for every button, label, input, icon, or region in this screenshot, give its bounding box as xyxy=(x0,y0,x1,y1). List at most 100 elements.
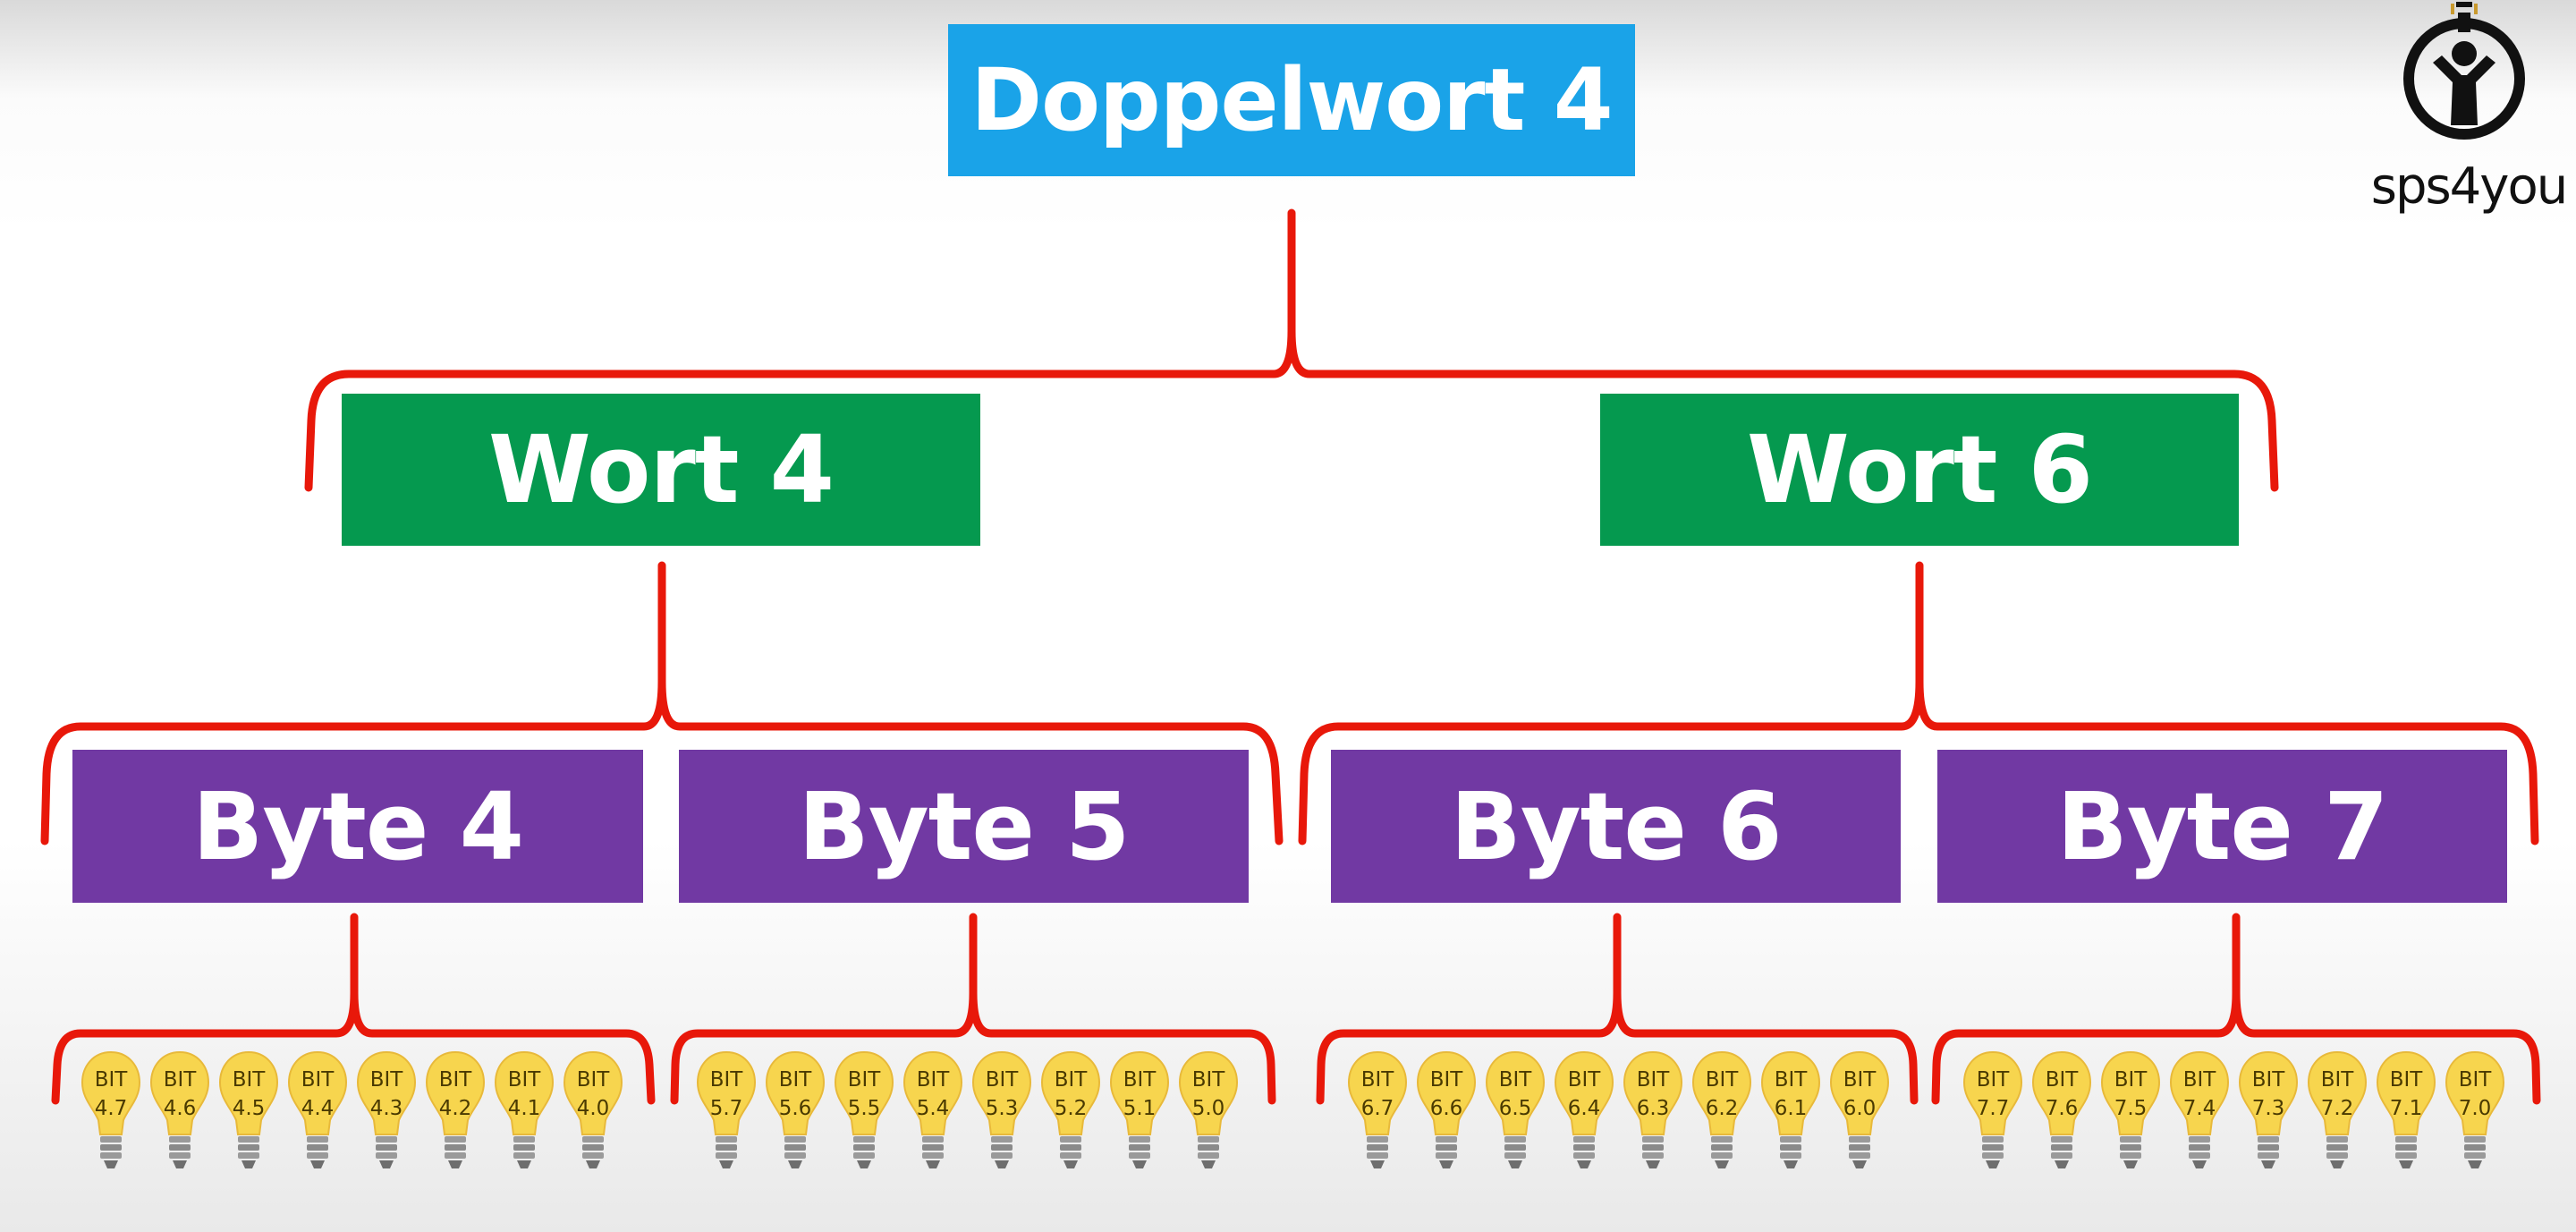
lightbulb-icon xyxy=(2100,1050,2161,1168)
bit-prefix-label: BIT xyxy=(507,1068,541,1092)
bit-prefix-label: BIT xyxy=(1429,1068,1463,1092)
bit-prefix-label: BIT xyxy=(2389,1068,2423,1092)
bit-bulb: BIT 6.6 xyxy=(1414,1049,1479,1183)
bit-number-label: 4.7 xyxy=(94,1097,128,1120)
bit-bulb: BIT 5.5 xyxy=(832,1049,896,1183)
bit-number-label: 5.1 xyxy=(1123,1097,1157,1120)
bit-bulb: BIT 7.1 xyxy=(2374,1049,2438,1183)
lightbulb-icon xyxy=(149,1050,210,1168)
bit-number-label: 6.7 xyxy=(1360,1097,1394,1120)
bit-number-label: 4.2 xyxy=(438,1097,472,1120)
lightbulb-icon xyxy=(425,1050,486,1168)
lightbulb-icon xyxy=(1485,1050,1546,1168)
bit-bulb: BIT 6.7 xyxy=(1345,1049,1410,1183)
lightbulb-icon xyxy=(356,1050,417,1168)
bit-prefix-label: BIT xyxy=(1774,1068,1808,1092)
bit-bulb: BIT 7.3 xyxy=(2236,1049,2301,1183)
bit-number-label: 7.3 xyxy=(2251,1097,2285,1120)
sps4you-logo: sps4you xyxy=(2361,0,2576,233)
bit-number-label: 7.7 xyxy=(1976,1097,2010,1120)
lightbulb-icon xyxy=(563,1050,623,1168)
lightbulb-icon xyxy=(494,1050,555,1168)
bit-bulb: BIT 4.0 xyxy=(561,1049,625,1183)
lightbulb-icon xyxy=(2238,1050,2299,1168)
lightbulb-icon xyxy=(1109,1050,1170,1168)
bit-bulb: BIT 6.0 xyxy=(1827,1049,1892,1183)
lightbulb-icon xyxy=(1040,1050,1101,1168)
bit-prefix-label: BIT xyxy=(232,1068,266,1092)
lightbulb-icon xyxy=(2031,1050,2092,1168)
lightbulb-icon xyxy=(2307,1050,2368,1168)
byte-box-6: Byte 6 xyxy=(1331,750,1901,903)
bit-prefix-label: BIT xyxy=(2114,1068,2148,1092)
bit-number-label: 6.2 xyxy=(1705,1097,1739,1120)
bit-prefix-label: BIT xyxy=(778,1068,812,1092)
bit-number-label: 4.4 xyxy=(301,1097,335,1120)
bit-bulb: BIT 4.1 xyxy=(492,1049,556,1183)
bit-number-label: 6.6 xyxy=(1429,1097,1463,1120)
lightbulb-icon xyxy=(834,1050,894,1168)
lightbulb-icon xyxy=(1829,1050,1890,1168)
bit-prefix-label: BIT xyxy=(1054,1068,1088,1092)
bit-number-label: 7.1 xyxy=(2389,1097,2423,1120)
bit-number-label: 7.6 xyxy=(2045,1097,2079,1120)
bit-number-label: 6.5 xyxy=(1498,1097,1532,1120)
lightbulb-icon xyxy=(1416,1050,1477,1168)
bit-prefix-label: BIT xyxy=(438,1068,472,1092)
doubleword-box: Doppelwort 4 xyxy=(948,24,1635,176)
lightbulb-icon xyxy=(1347,1050,1408,1168)
lightbulb-icon xyxy=(2169,1050,2230,1168)
bit-bulb: BIT 5.1 xyxy=(1107,1049,1172,1183)
lightbulb-icon xyxy=(1760,1050,1821,1168)
bit-bulb: BIT 6.1 xyxy=(1758,1049,1823,1183)
bit-number-label: 4.0 xyxy=(576,1097,610,1120)
bit-prefix-label: BIT xyxy=(1843,1068,1877,1092)
bit-number-label: 7.2 xyxy=(2320,1097,2354,1120)
bit-bulb: BIT 6.3 xyxy=(1621,1049,1685,1183)
bit-number-label: 4.1 xyxy=(507,1097,541,1120)
byte-box-5: Byte 5 xyxy=(679,750,1249,903)
bit-number-label: 6.1 xyxy=(1774,1097,1808,1120)
bit-number-label: 7.4 xyxy=(2182,1097,2216,1120)
lightbulb-icon xyxy=(971,1050,1032,1168)
bit-prefix-label: BIT xyxy=(847,1068,881,1092)
bit-bulb: BIT 4.4 xyxy=(285,1049,350,1183)
lightbulb-icon xyxy=(218,1050,279,1168)
lightbulb-icon xyxy=(765,1050,826,1168)
lightbulb-icon xyxy=(287,1050,348,1168)
lightbulb-icon xyxy=(902,1050,963,1168)
bit-prefix-label: BIT xyxy=(1123,1068,1157,1092)
bit-prefix-label: BIT xyxy=(1636,1068,1670,1092)
word-box-6: Wort 6 xyxy=(1600,394,2239,546)
bit-prefix-label: BIT xyxy=(576,1068,610,1092)
bit-number-label: 5.7 xyxy=(709,1097,743,1120)
bit-number-label: 6.0 xyxy=(1843,1097,1877,1120)
bit-number-label: 5.5 xyxy=(847,1097,881,1120)
lightbulb-icon xyxy=(1691,1050,1752,1168)
bit-prefix-label: BIT xyxy=(1360,1068,1394,1092)
lightbulb-icon xyxy=(1962,1050,2023,1168)
lightbulb-icon xyxy=(2445,1050,2505,1168)
logo-text: sps4you xyxy=(2370,157,2568,216)
bit-prefix-label: BIT xyxy=(2251,1068,2285,1092)
lightbulb-icon xyxy=(696,1050,757,1168)
bit-prefix-label: BIT xyxy=(301,1068,335,1092)
lightbulb-icon xyxy=(1178,1050,1239,1168)
bit-prefix-label: BIT xyxy=(1567,1068,1601,1092)
bit-prefix-label: BIT xyxy=(2320,1068,2354,1092)
bit-number-label: 6.3 xyxy=(1636,1097,1670,1120)
bit-bulb: BIT 4.2 xyxy=(423,1049,487,1183)
